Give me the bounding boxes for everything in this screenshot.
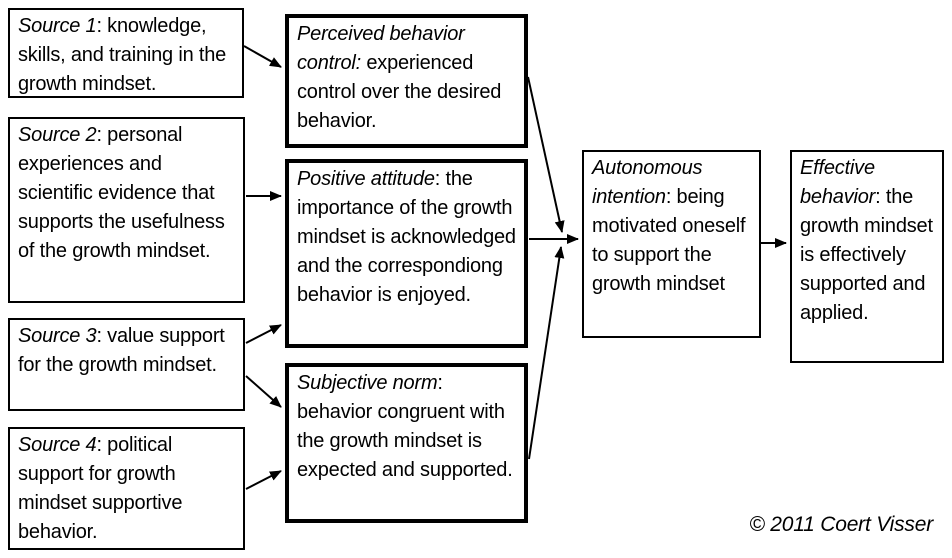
box-source-1: Source 1: knowledge, skills, and trainin… [8,8,244,98]
box-subjective-norm: Subjective norm: behavior congruent with… [285,363,528,523]
box-source-2-text: : personal experiences and scientific ev… [18,124,225,262]
box-autonomous-intention-title: Autonomous intention [592,157,703,208]
arrow-source3-to-positive-attitude [245,324,282,344]
arrow-subjective-norm-to-intention [528,246,565,460]
box-autonomous-intention: Autonomous intention: being motivated on… [582,150,761,338]
box-autonomous-intention-text: : being motivated oneself to support the… [592,186,746,295]
box-source-3-title: Source 3 [18,325,97,347]
box-positive-attitude-text: : the importance of the growth mindset i… [297,168,516,306]
arrow-source4-to-subjective-norm [245,470,282,490]
arrow-source1-to-perceived-control [243,45,282,68]
box-source-4-text: : political support for growth mindset s… [18,434,183,543]
box-positive-attitude-title: Positive attitude [297,168,435,190]
box-source-2: Source 2: personal experiences and scien… [8,117,245,303]
box-source-1-title: Source 1 [18,15,97,37]
box-effective-behavior-title: Effective behavior [800,157,876,208]
arrow-perceived-control-to-intention [527,76,565,233]
box-perceived-behavior-control-title: Perceived behavior control: [297,23,465,74]
box-source-4: Source 4: political support for growth m… [8,427,245,550]
box-source-3-text: : value support for the growth mindset. [18,325,225,376]
box-source-3: Source 3: value support for the growth m… [8,318,245,411]
arrow-source3-to-subjective-norm [245,375,282,408]
box-subjective-norm-title: Subjective norm [297,372,438,394]
box-subjective-norm-text: : behavior congruent with the growth min… [297,372,513,481]
copyright-text: © 2011 Coert Visser [749,513,933,536]
box-source-1-text: : knowledge, skills, and training in the… [18,15,227,95]
box-perceived-behavior-control-text: experienced control over the desired beh… [297,52,502,132]
box-source-2-title: Source 2 [18,124,97,146]
box-effective-behavior: Effective behavior: the growth mindset i… [790,150,944,363]
box-source-4-title: Source 4 [18,434,97,456]
box-perceived-behavior-control: Perceived behavior control: experienced … [285,14,528,148]
box-effective-behavior-text: : the growth mindset is effectively supp… [800,186,933,324]
box-positive-attitude: Positive attitude: the importance of the… [285,159,528,348]
